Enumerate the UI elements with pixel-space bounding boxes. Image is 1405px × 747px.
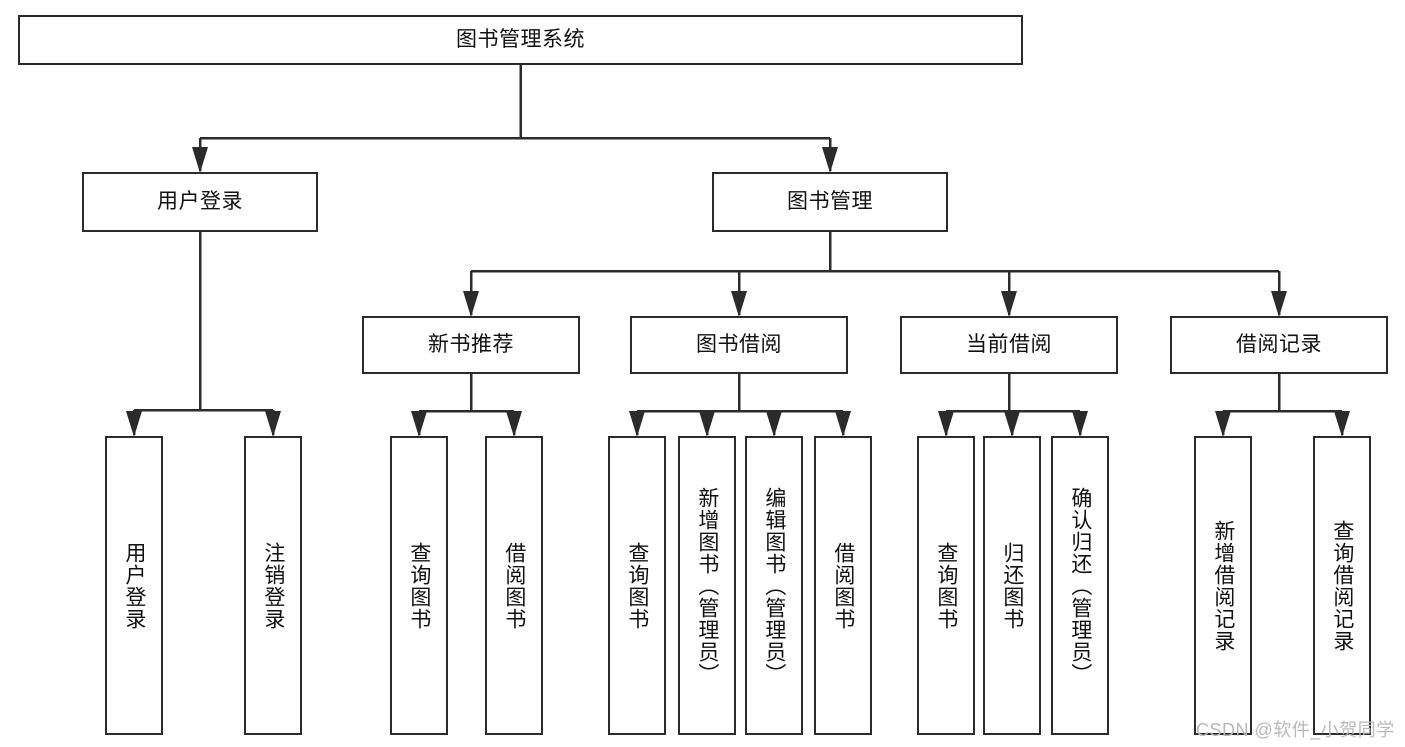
arrow-head xyxy=(629,411,645,437)
arrow-head xyxy=(1271,291,1287,317)
node-leaf_bor1[interactable]: 查询图书 xyxy=(608,436,666,735)
node-label: 用户登录 xyxy=(157,190,243,214)
node-bookmgmt[interactable]: 图书管理 xyxy=(712,172,948,232)
node-label: 查询图书 xyxy=(407,541,431,630)
node-label: 归还图书 xyxy=(1000,541,1024,630)
node-leaf_bor2[interactable]: 新增图书（管理员） xyxy=(678,436,736,735)
node-records[interactable]: 借阅记录 xyxy=(1170,316,1388,374)
node-borrow[interactable]: 图书借阅 xyxy=(630,316,848,374)
node-label: 图书管理 xyxy=(787,190,873,214)
arrow-head xyxy=(1072,411,1088,437)
node-label: 借阅图书 xyxy=(831,541,855,630)
arrow-head xyxy=(699,411,715,437)
node-label: 借阅记录 xyxy=(1236,333,1322,357)
arrow-head xyxy=(463,291,479,317)
node-leaf_cur2[interactable]: 归还图书 xyxy=(983,436,1041,735)
node-label: 借阅图书 xyxy=(502,541,526,630)
node-label: 查询图书 xyxy=(934,541,958,630)
node-label: 注销登录 xyxy=(261,541,285,630)
node-label: 查询图书 xyxy=(625,541,649,630)
arrow-head xyxy=(126,411,142,437)
node-leaf_login1[interactable]: 用户登录 xyxy=(105,436,163,735)
arrow-head xyxy=(835,411,851,437)
node-label: 图书借阅 xyxy=(696,333,782,357)
arrow-head xyxy=(506,411,522,437)
arrow-head xyxy=(731,291,747,317)
arrow-head xyxy=(1004,411,1020,437)
node-label: 用户登录 xyxy=(122,541,146,630)
node-leaf_cur3[interactable]: 确认归还（管理员） xyxy=(1051,436,1109,735)
node-leaf_bor4[interactable]: 借阅图书 xyxy=(814,436,872,735)
node-leaf_login2[interactable]: 注销登录 xyxy=(244,436,302,735)
arrow-head xyxy=(411,411,427,437)
node-label: 新增借阅记录 xyxy=(1211,519,1235,652)
node-leaf_rec2[interactable]: 查询借阅记录 xyxy=(1313,436,1371,735)
node-label: 图书管理系统 xyxy=(456,28,585,52)
arrow-head xyxy=(766,411,782,437)
arrow-head xyxy=(822,147,838,173)
node-root[interactable]: 图书管理系统 xyxy=(18,15,1023,65)
node-leaf_new2[interactable]: 借阅图书 xyxy=(485,436,543,735)
node-leaf_bor3[interactable]: 编辑图书（管理员） xyxy=(745,436,803,735)
node-leaf_cur1[interactable]: 查询图书 xyxy=(917,436,975,735)
node-label: 确认归还（管理员） xyxy=(1068,486,1092,685)
arrow-head xyxy=(938,411,954,437)
node-label: 查询借阅记录 xyxy=(1330,519,1354,652)
node-label: 新增图书（管理员） xyxy=(695,486,719,685)
arrow-head xyxy=(192,147,208,173)
arrow-head xyxy=(1001,291,1017,317)
node-label: 编辑图书（管理员） xyxy=(762,486,786,685)
node-leaf_new1[interactable]: 查询图书 xyxy=(390,436,448,735)
node-label: 当前借阅 xyxy=(966,333,1052,357)
arrow-head xyxy=(265,411,281,437)
arrow-head xyxy=(1215,411,1231,437)
node-leaf_rec1[interactable]: 新增借阅记录 xyxy=(1194,436,1252,735)
node-newbook[interactable]: 新书推荐 xyxy=(362,316,580,374)
node-label: 新书推荐 xyxy=(428,333,514,357)
node-current[interactable]: 当前借阅 xyxy=(900,316,1118,374)
node-login[interactable]: 用户登录 xyxy=(82,172,318,232)
arrow-head xyxy=(1334,411,1350,437)
